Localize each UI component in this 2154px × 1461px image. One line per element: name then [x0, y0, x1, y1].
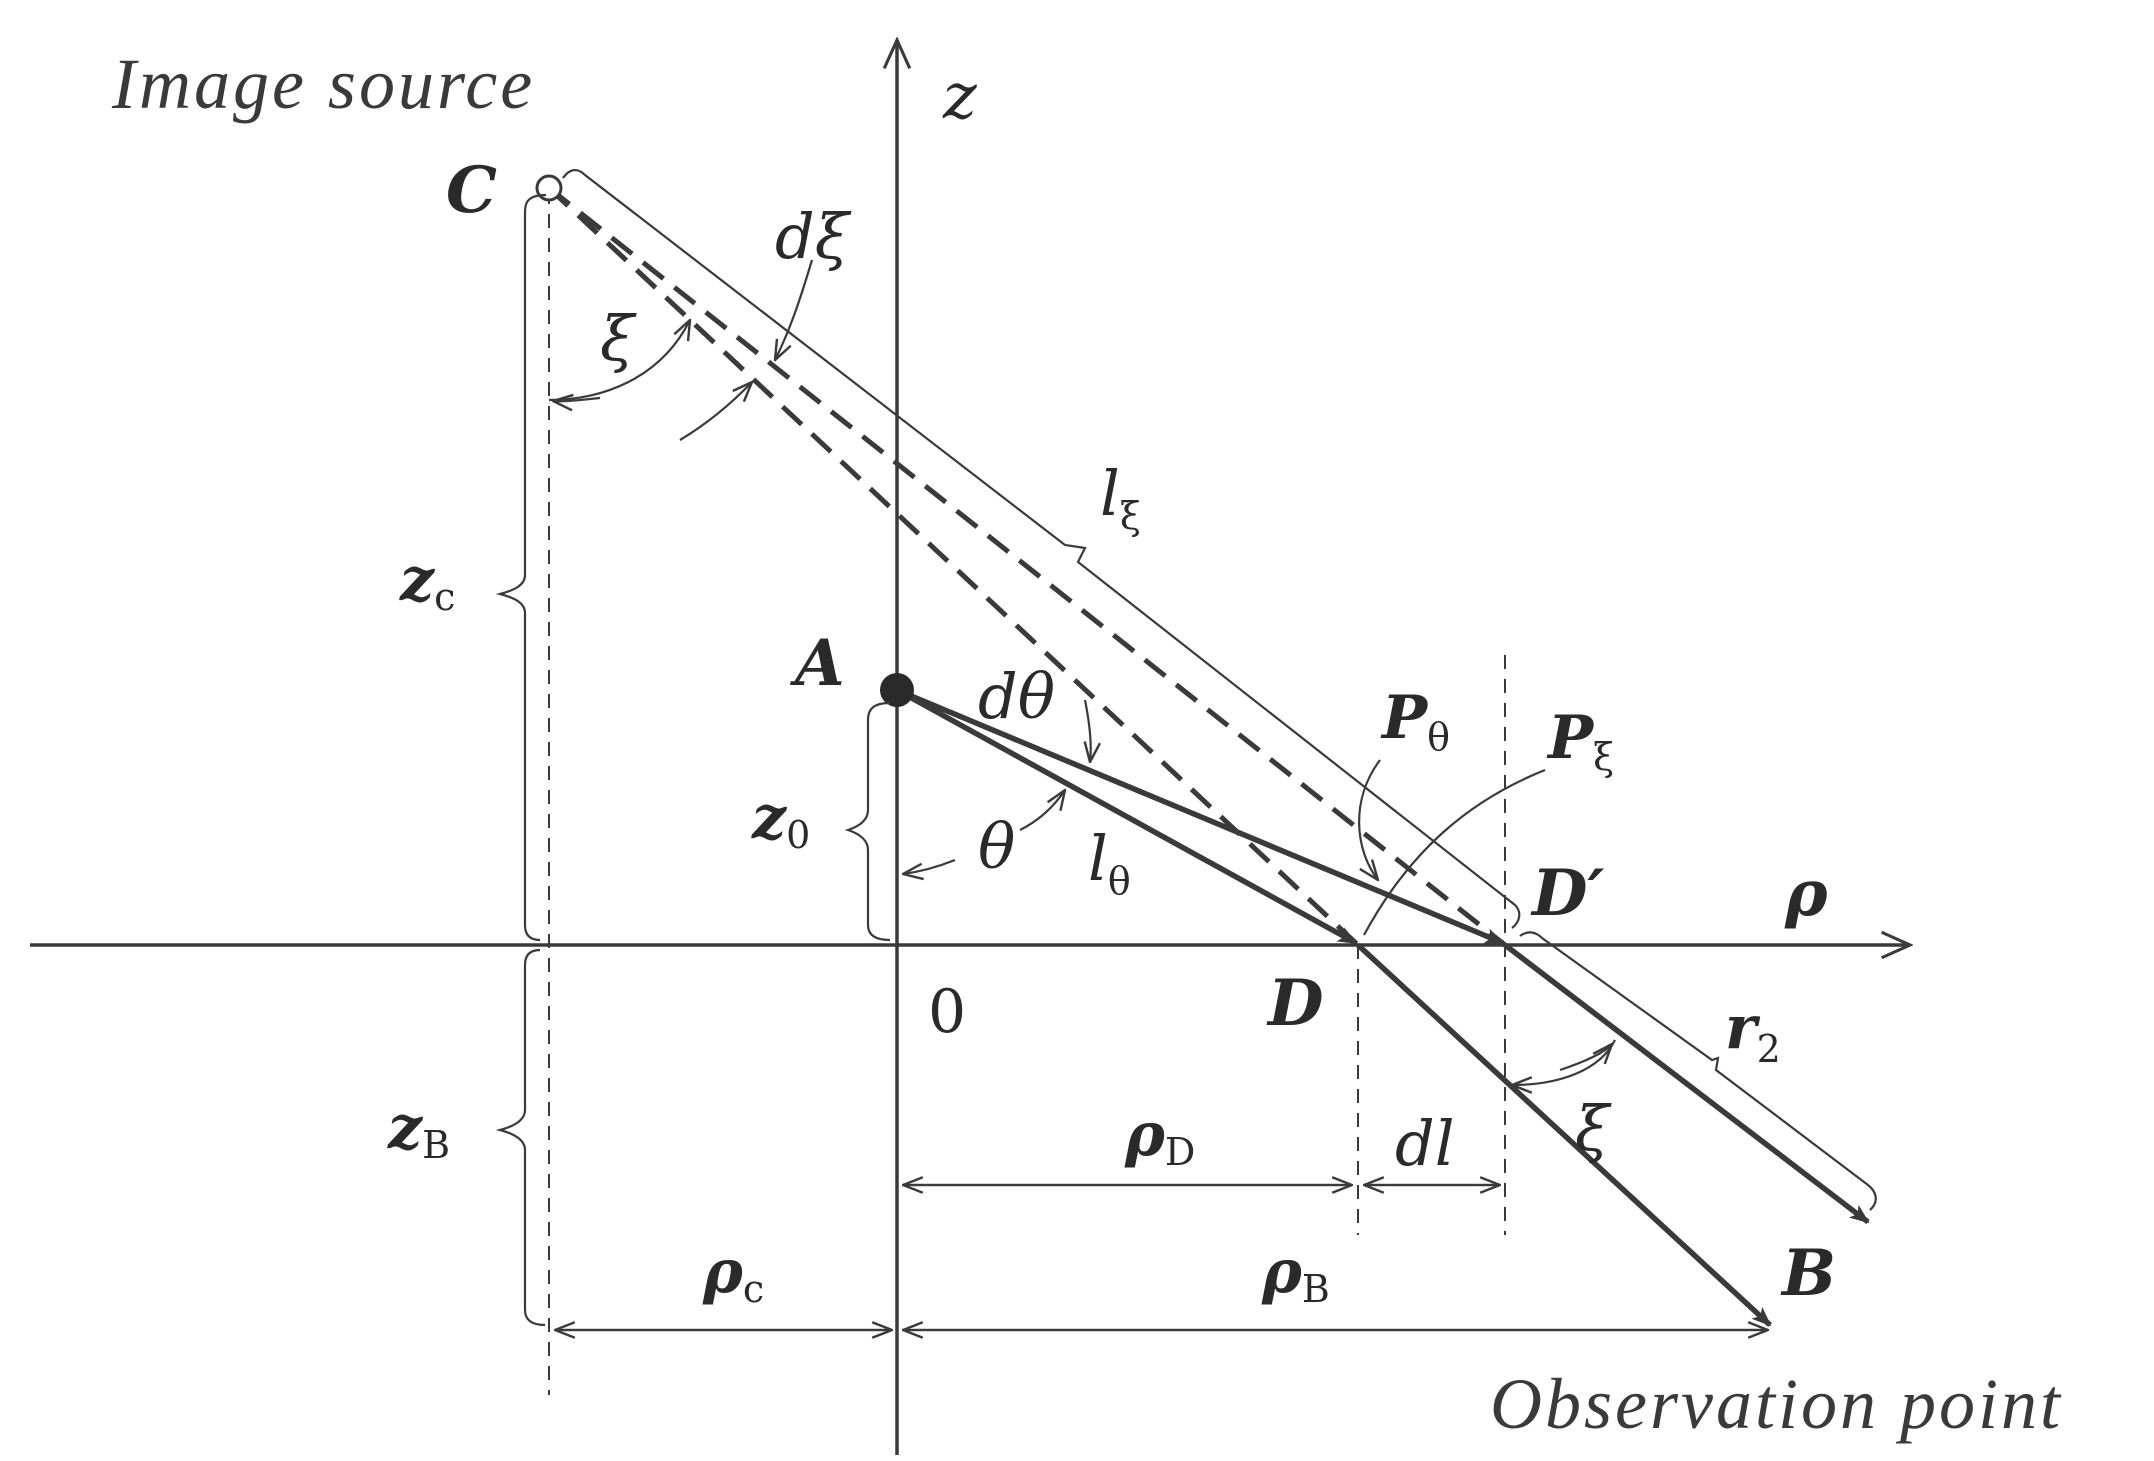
l-xi-bracket — [562, 169, 1521, 929]
l-theta-label: lθ — [1088, 822, 1131, 903]
p-xi-pointer — [1363, 768, 1546, 936]
p-xi-label: Pξ — [1546, 703, 1614, 779]
reflected-ray-d-to-b — [1356, 942, 1772, 1328]
r-2-label: r2 — [1725, 993, 1781, 1071]
xi-angle-arc-top-start — [553, 398, 601, 401]
z-b-label: zB — [387, 1093, 450, 1167]
xi-bottom-label: ξ — [1575, 1092, 1612, 1165]
rho-b-label: ρB — [1261, 1237, 1330, 1311]
origin-label: 0 — [928, 977, 966, 1047]
z-b-bracket — [495, 948, 546, 1327]
p-theta-label: Pθ — [1380, 683, 1450, 759]
source-point-a — [880, 673, 914, 707]
theta-angle-arc-upper — [1019, 790, 1065, 831]
xi-angle-arc-bottom-start — [1559, 1044, 1612, 1072]
point-a-label: A — [790, 626, 845, 701]
ray-a-to-d — [895, 687, 1358, 946]
dl-label: dl — [1395, 1107, 1455, 1180]
point-b-label: B — [1780, 1236, 1836, 1311]
z-0-bracket — [844, 701, 891, 942]
point-d-prime-label: D′ — [1530, 856, 1605, 931]
dashed-ray-c-to-d — [547, 186, 1360, 947]
reflected-ray-d-prime-to-b — [1503, 942, 1870, 1225]
theta-label: θ — [978, 810, 1015, 883]
point-d-label: D — [1266, 966, 1324, 1041]
theta-angle-arc — [903, 858, 956, 874]
rho-axis-label: ρ — [1784, 856, 1828, 931]
xi-angle-arc-bottom — [1512, 1039, 1616, 1085]
z-axis-label: z — [942, 60, 978, 134]
d-xi-tick-lower — [679, 382, 752, 441]
d-theta-pointer — [1085, 699, 1091, 762]
z-0-label: z0 — [751, 783, 810, 857]
image-source-caption: Image source — [111, 44, 535, 124]
d-xi-pointer — [775, 259, 814, 360]
point-c-label: C — [446, 153, 497, 228]
l-xi-label: lξ — [1100, 457, 1141, 538]
dashed-ray-c-to-d-prime — [547, 186, 1507, 947]
image-source-point-c — [535, 174, 563, 202]
observation-point-caption: Observation point — [1490, 1364, 2063, 1444]
d-theta-label: dθ — [978, 660, 1055, 733]
ray-a-to-d-prime — [895, 687, 1505, 946]
rho-d-label: ρD — [1124, 1100, 1195, 1174]
rho-c-label: ρc — [702, 1237, 764, 1311]
r-2-bracket — [1519, 931, 1877, 1211]
xi-top-label: ξ — [600, 302, 637, 375]
d-xi-label: dξ — [775, 200, 852, 273]
z-c-bracket — [495, 193, 547, 942]
p-theta-pointer — [1358, 759, 1381, 880]
z-c-label: zc — [399, 545, 455, 619]
